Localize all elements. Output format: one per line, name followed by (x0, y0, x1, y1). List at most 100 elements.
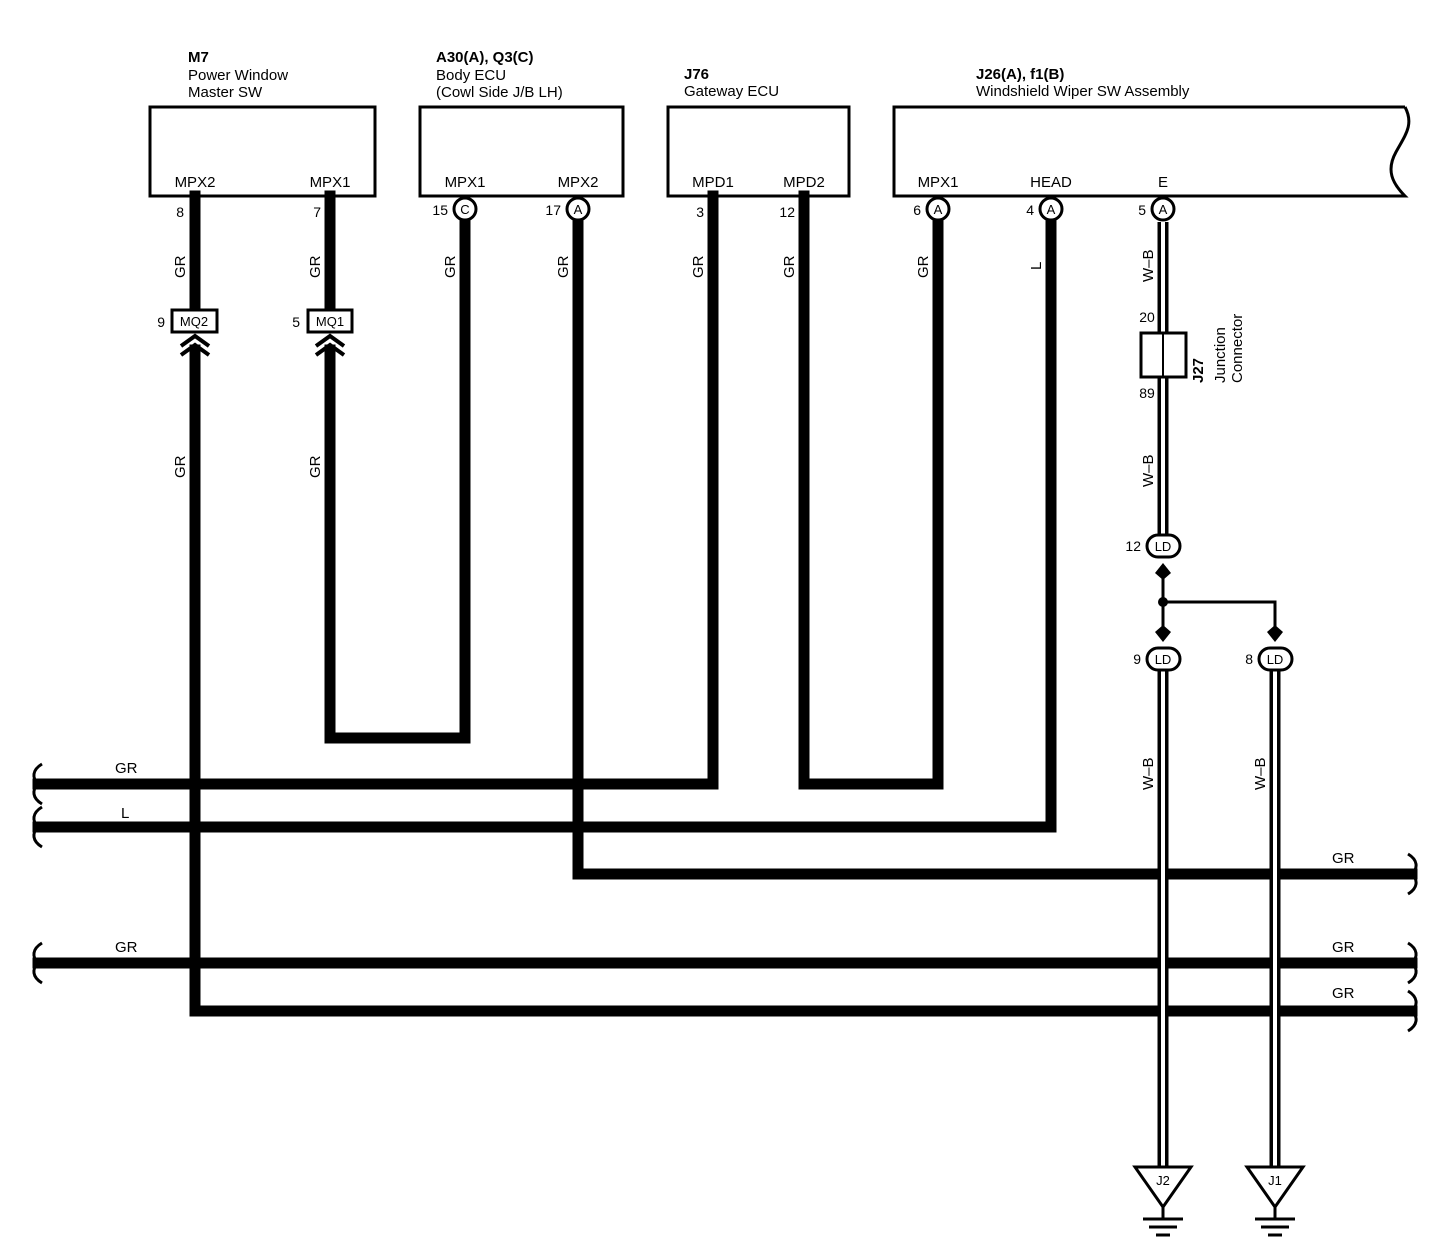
junction-connector-j27: 20 89 J27 Junction Connector (1139, 309, 1246, 401)
splice-point (1158, 597, 1168, 607)
svg-text:J1: J1 (1268, 1173, 1282, 1188)
conn-circle-wiper-head-a: A (1038, 196, 1064, 222)
body-ecu-code: A30(A), Q3(C) (436, 49, 534, 66)
conn-circle-wiper-mpx1-a: A (925, 196, 951, 222)
wire-color-wiper-mpx1: GR (915, 255, 932, 278)
wire-body-mpx2-to-bus (572, 214, 1418, 880)
wire-gateway-mpd2-to-wiper-mpx1 (798, 190, 944, 790)
wire-color-bus-left-gr2: GR (115, 939, 138, 956)
body-ecu-pin-mpx2: MPX2 (558, 174, 599, 191)
body-ecu-header: A30(A), Q3(C) Body ECU (Cowl Side J/B LH… (436, 49, 563, 101)
mq2-pin: 9 (157, 314, 165, 330)
m7-pin-num-7: 7 (313, 204, 321, 220)
ground-j2: J2 (1132, 1165, 1194, 1237)
m7-power-window-master-sw-box (148, 105, 377, 198)
bus-break-marks-left (32, 762, 43, 985)
j27-pin-top: 20 (1139, 309, 1155, 325)
svg-text:8: 8 (1245, 651, 1253, 667)
wire-color-m7-mpx2-low: GR (172, 455, 189, 478)
wire-color-ground-left: W–B (1140, 757, 1157, 790)
wire-color-wiper-e-low: W–B (1140, 454, 1157, 487)
connector-mq2: MQ2 9 (157, 308, 219, 357)
wiper-pin-mpx1: MPX1 (918, 174, 959, 191)
gateway-pin-num-12: 12 (779, 204, 795, 220)
wire-color-m7-mpx1: GR (307, 255, 324, 278)
wire-color-gw-mpd1: GR (690, 255, 707, 278)
mq2-label: MQ2 (180, 314, 208, 329)
svg-text:LD: LD (1267, 652, 1284, 667)
j27-name-line2: Connector (1229, 314, 1246, 383)
svg-text:12: 12 (1125, 538, 1141, 554)
svg-text:A: A (1159, 202, 1168, 217)
wiper-header: J26(A), f1(B) Windshield Wiper SW Assemb… (976, 66, 1190, 100)
wire-color-ground-right: W–B (1252, 757, 1269, 790)
mq1-label: MQ1 (316, 314, 344, 329)
svg-text:9: 9 (1133, 651, 1141, 667)
gateway-pin-num-3: 3 (696, 204, 704, 220)
wire-m7-mpx1-to-body-mpx1 (324, 214, 471, 744)
body-ecu-box (418, 105, 625, 198)
wire-color-bus-left-gr1: GR (115, 760, 138, 777)
ground-j1: J1 (1244, 1165, 1306, 1237)
body-ecu-pin-num-17: 17 (545, 202, 561, 218)
svg-text:A: A (574, 202, 583, 217)
gateway-name: Gateway ECU (684, 83, 779, 100)
m7-code: M7 (188, 49, 209, 66)
ld-branch-right (1163, 600, 1277, 640)
svg-text:A: A (934, 202, 943, 217)
mq1-pin: 5 (292, 314, 300, 330)
body-ecu-name-line1: Body ECU (436, 67, 506, 84)
wire-color-gw-mpd2: GR (781, 255, 798, 278)
wire-wiper-head-to-l-bus (32, 214, 1057, 833)
body-ecu-pin-mpx1: MPX1 (445, 174, 486, 191)
wiper-code: J26(A), f1(B) (976, 66, 1064, 83)
wiper-pin-e: E (1158, 174, 1168, 191)
gateway-pin-mpd2: MPD2 (783, 174, 825, 191)
m7-name-line2: Master SW (188, 84, 263, 101)
m7-name-line1: Power Window (188, 67, 288, 84)
svg-text:LD: LD (1155, 652, 1172, 667)
gateway-ecu-box (666, 105, 851, 198)
wire-color-wiper-head: L (1028, 262, 1045, 270)
connector-ld-12: LD 12 (1125, 533, 1182, 580)
wire-color-body-mpx2: GR (555, 255, 572, 278)
bus-break-marks-right (1407, 852, 1418, 1033)
wire-color-bus-right-gr3: GR (1332, 985, 1355, 1002)
wiper-pin-num-5: 5 (1138, 202, 1146, 218)
connector-mq1: MQ1 5 (292, 308, 354, 357)
wire-color-bus-right-gr1: GR (1332, 850, 1355, 867)
connector-ld-8: LD 8 (1245, 625, 1294, 672)
wire-color-bus-right-gr2: GR (1332, 939, 1355, 956)
wire-gateway-mpd1-to-bus (32, 190, 719, 790)
wire-m7-mpx2-to-bus (189, 344, 1418, 1017)
connector-ld-9: LD 9 (1133, 625, 1182, 672)
wiper-pin-head: HEAD (1030, 174, 1072, 191)
svg-text:C: C (460, 202, 469, 217)
wiper-sw-assembly-box (892, 105, 1411, 198)
wiper-pin-num-4: 4 (1026, 202, 1034, 218)
j27-code: J27 (1190, 358, 1207, 383)
wiper-name: Windshield Wiper SW Assembly (976, 83, 1190, 100)
svg-text:J2: J2 (1156, 1173, 1170, 1188)
wiper-pin-num-6: 6 (913, 202, 921, 218)
m7-header: M7 Power Window Master SW (188, 49, 288, 101)
conn-circle-wiper-e-a: A (1150, 196, 1176, 222)
m7-pin-mpx2: MPX2 (175, 174, 216, 191)
j27-name-line1: Junction (1212, 327, 1229, 383)
m7-pin-num-8: 8 (176, 204, 184, 220)
conn-circle-body-c: C (452, 196, 478, 222)
wire-color-body-mpx1: GR (442, 255, 459, 278)
svg-text:LD: LD (1155, 539, 1172, 554)
wire-color-wiper-e: W–B (1140, 249, 1157, 282)
j27-pin-bottom: 89 (1139, 385, 1155, 401)
wire-color-m7-mpx2: GR (172, 255, 189, 278)
gateway-header: J76 Gateway ECU (684, 66, 779, 100)
gateway-pin-mpd1: MPD1 (692, 174, 734, 191)
wire-color-m7-mpx1-low: GR (307, 455, 324, 478)
m7-pin-mpx1: MPX1 (310, 174, 351, 191)
gateway-code: J76 (684, 66, 709, 83)
conn-circle-body-a: A (565, 196, 591, 222)
wire-color-bus-left-l: L (121, 805, 129, 822)
body-ecu-name-line2: (Cowl Side J/B LH) (436, 84, 563, 101)
body-ecu-pin-num-15: 15 (432, 202, 448, 218)
